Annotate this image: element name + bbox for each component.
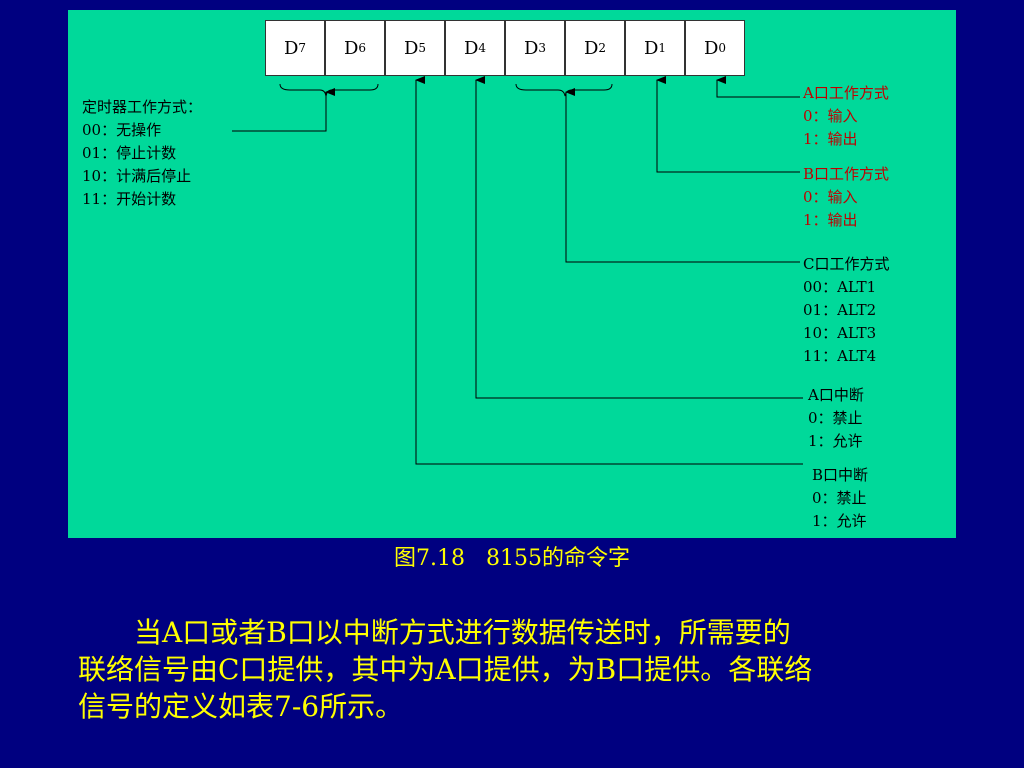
timer-line: 11：开始计数 [82,190,177,208]
port-b-interrupt-legend: B口中断 0：禁止 1：允许 [812,464,868,533]
bit-index: 2 [598,41,607,55]
port-a-mode-legend: A口工作方式 0：输入 1：输出 [803,82,889,151]
connector-lines [232,76,803,465]
line-d3-d2 [565,88,800,263]
bit-letter: D [583,37,599,59]
bit-letter: D [703,37,719,59]
port-a-mode-line: A口工作方式 [803,84,889,102]
paragraph-line: 联络信号由C口提供，其中为A口提供，为B口提供。各联络 [78,653,813,686]
port-b-int-line: 0：禁止 [812,489,867,507]
bit-letter: D [643,37,659,59]
bit-index: 1 [658,41,667,55]
bit-index: 5 [418,41,427,55]
port-a-mode-line: 0：输入 [803,107,858,125]
port-c-mode-line: 00：ALT1 [803,278,877,296]
port-b-int-line: 1：允许 [812,512,867,530]
port-b-mode-line: 0：输入 [803,188,858,206]
line-d5 [415,76,803,465]
brace-d7-d6 [279,83,379,97]
bit-index: 6 [358,41,367,55]
paragraph-line: 信号的定义如表7-6所示。 [78,690,404,723]
bit-letter: D [523,37,539,59]
port-b-mode-legend: B口工作方式 0：输入 1：输出 [803,163,889,232]
port-a-int-line: 1：允许 [808,432,863,450]
line-d1 [656,76,800,173]
brace-d3-d2 [515,83,613,97]
bit-letter: D [343,37,359,59]
port-b-mode-line: B口工作方式 [803,165,890,183]
bit-letter: D [283,37,299,59]
paragraph-line: 当A口或者B口以中断方式进行数据传送时，所需要的 [78,616,791,649]
figure-caption: 图7.18 8155的命令字 [394,546,630,571]
port-a-interrupt-legend: A口中断 0：禁止 1：允许 [808,384,864,453]
bit-letter: D [403,37,419,59]
body-paragraph: 当A口或者B口以中断方式进行数据传送时，所需要的 联络信号由C口提供，其中为A口… [78,614,978,725]
timer-line: 00：无操作 [82,121,162,139]
bit-index: 7 [298,41,307,55]
timer-line: 10：计满后停止 [82,167,192,185]
bit-letter: D [463,37,479,59]
port-a-int-line: A口中断 [808,386,864,404]
bit-index: 4 [478,41,487,55]
line-d4 [475,76,803,399]
port-a-mode-line: 1：输出 [803,130,858,148]
timer-line: 01：停止计数 [82,144,177,162]
port-a-int-line: 0：禁止 [808,409,863,427]
port-c-mode-line: 11：ALT4 [803,347,877,365]
port-b-int-line: B口中断 [812,466,869,484]
port-c-mode-legend: C口工作方式 00：ALT1 01：ALT2 10：ALT3 11：ALT4 [803,253,889,368]
line-timer [232,88,335,132]
port-c-mode-line: 01：ALT2 [803,301,877,319]
timer-line: 定时器工作方式： [82,98,203,116]
port-c-mode-line: C口工作方式 [803,255,890,273]
bit-index: 0 [718,41,727,55]
bit-index: 3 [538,41,547,55]
port-b-mode-line: 1：输出 [803,211,858,229]
timer-mode-legend: 定时器工作方式： 00：无操作 01：停止计数 10：计满后停止 11：开始计数 [82,96,202,211]
port-c-mode-line: 10：ALT3 [803,324,877,342]
line-d0 [716,76,800,98]
